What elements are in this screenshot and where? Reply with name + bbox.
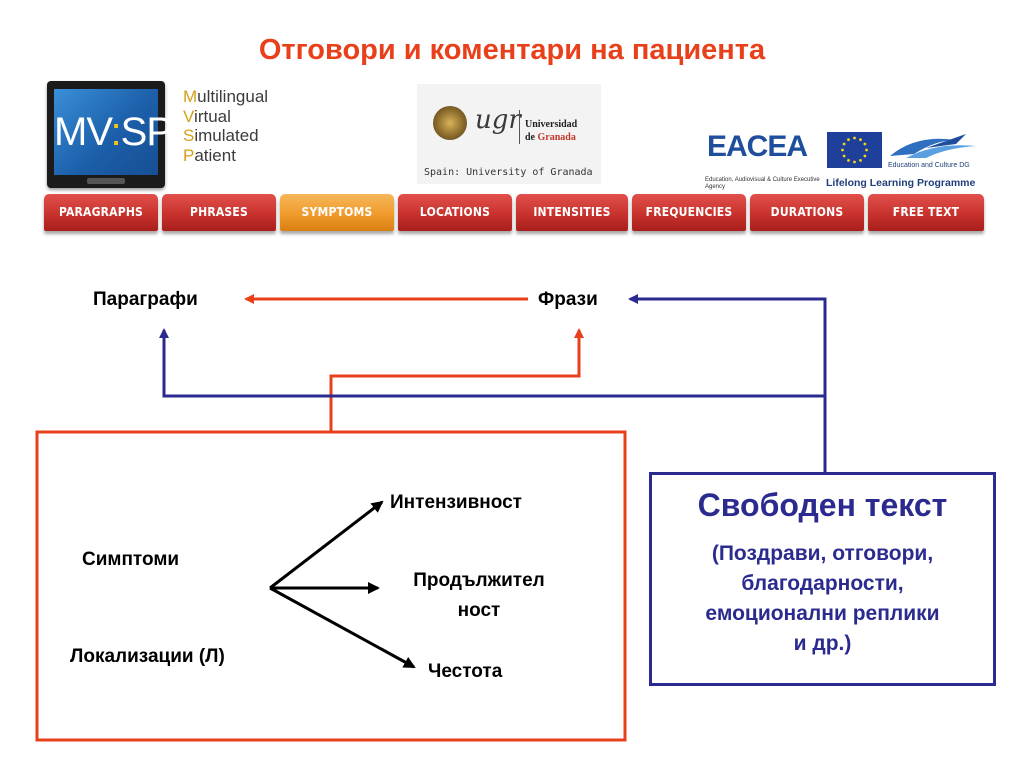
eacea-logo: EACEA Education, Audiovisual & Culture E… [705,130,825,196]
mvsp-logo-colon: : [110,110,122,154]
free-text-description: (Поздрави, отговори, благодарности, емоц… [705,542,940,655]
tab-bar: PARAGRAPHS PHRASES SYMPTOMS LOCATIONS IN… [44,194,984,234]
ugr-university-name: Universidad de Granada [525,119,578,143]
mvsp-line-4: Patient [183,145,236,165]
ugr-wordmark: ugr [475,105,521,135]
mvsp-line-3: Simulated [183,126,259,145]
mvsp-logo: MV:SP [47,81,173,188]
eu-star-icon [853,136,856,140]
eu-star-icon [842,142,846,146]
ugr-logo: ugr Universidad de Granada Spain: Univer… [417,84,601,184]
tab-locations[interactable]: LOCATIONS [398,194,512,231]
eu-star-icon [842,154,846,158]
eu-star-icon [847,138,850,142]
ugr-caption: Spain: University of Granada [424,167,593,178]
arrow-freetext-to-phrases [628,294,827,472]
free-text-title: Свободен текст [697,487,948,523]
education-culture-text: Education and Culture DG [888,162,970,169]
tab-frequencies[interactable]: FREQUENCIES [632,194,746,231]
tab-phrases[interactable]: PHRASES [162,194,276,231]
mvsp-line-1: Multilingual [183,87,269,106]
tab-symptoms[interactable]: SYMPTOMS [280,194,394,231]
eacea-wordmark: EACEA [707,130,808,163]
eu-star-icon [865,148,868,152]
education-culture-swoosh-icon [890,134,976,158]
arrow-freetext-to-paragraphs [159,328,825,398]
eu-star-icon [863,142,867,146]
eu-star-icon [863,154,867,158]
eu-star-icon [847,158,850,162]
mvsp-logo-screen: MV:SP [54,89,173,175]
arrow-to-frequency [269,586,416,669]
eu-star-icon [853,160,856,164]
arrow-symptoms-to-phrases [329,328,584,432]
label-duration: Продължител ност [413,570,545,621]
llp-text: Lifelong Learning Programme [826,177,976,189]
arrow-to-intensity [269,500,384,590]
label-intensity: Интензивност [390,492,522,513]
tab-paragraphs[interactable]: PARAGRAPHS [44,194,158,231]
slide-title: Отговори и коментари на пациента [258,34,766,66]
mvsp-line-2: Virtual [183,106,231,126]
label-frequency: Честота [428,661,503,682]
eacea-subtitle: Education, Audiovisual & Culture Executi… [705,177,820,190]
label-phrases: Фрази [538,289,598,310]
eu-flag-icon [827,132,882,168]
tab-free-text[interactable]: FREE TEXT [868,194,984,231]
mvsp-logo-left: MV [54,110,112,154]
ugr-divider [519,110,520,144]
monitor-stand [87,178,125,184]
label-locations: Локализации (Л) [70,646,225,667]
mvsp-name: Multilingual Virtual Simulated Patient [183,87,268,165]
eu-star-icon [859,158,862,162]
mvsp-logo-right: SP [120,110,173,154]
eu-star-icon [841,148,844,152]
eu-star-icon [859,138,862,142]
tab-durations[interactable]: DURATIONS [750,194,864,231]
label-symptoms: Симптоми [82,549,180,570]
free-text-box: Свободен текст (Поздрави, отговори, благ… [649,472,996,686]
label-paragraphs: Параграфи [93,289,198,310]
education-culture-logo: Education and Culture DG [886,130,986,175]
ugr-seal-icon [433,106,467,140]
symptoms-box [35,430,627,742]
tab-intensities[interactable]: INTENSITIES [516,194,628,231]
